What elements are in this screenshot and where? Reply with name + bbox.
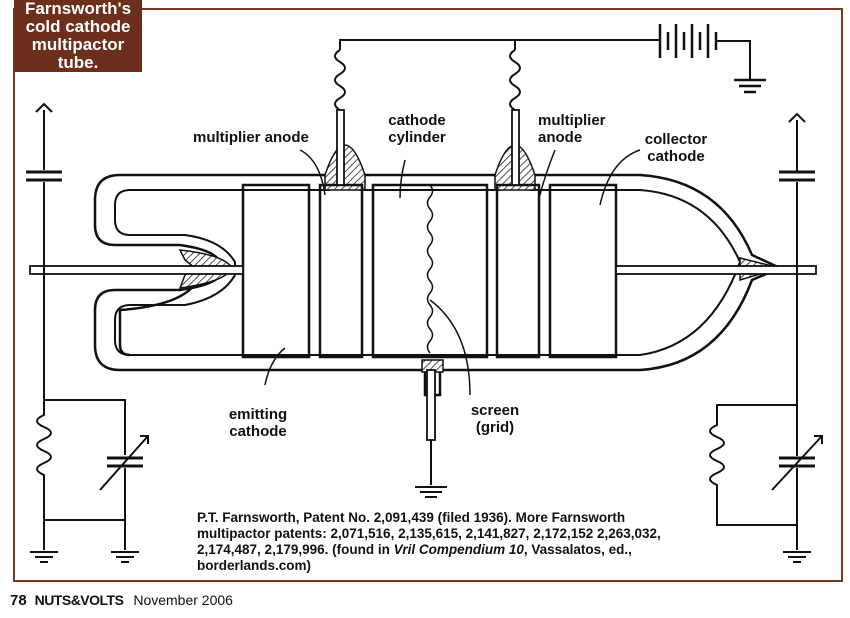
label-screen-grid: screen (grid) — [460, 402, 530, 436]
screen-ground — [415, 440, 447, 498]
label-line: cylinder — [388, 129, 446, 146]
multiplier-anode-left-cylinder — [318, 183, 364, 359]
caption-text: P.T. Farnsworth, Patent No. 2,091,439 (f… — [197, 510, 661, 557]
label-line: cathode — [229, 423, 287, 440]
label-multiplier-anode-right: multiplier anode — [538, 112, 606, 146]
caption-text-end: , Vassalatos, ed., borderlands.com) — [197, 542, 632, 573]
title-line: cold cathode — [25, 17, 131, 36]
top-coils — [334, 39, 660, 111]
multiplier-anode-right-cylinder — [495, 183, 541, 359]
title-line: multipactor — [31, 35, 125, 54]
title-line: tube. — [57, 53, 99, 72]
right-circuit — [709, 112, 823, 563]
label-cathode-cylinder: cathode cylinder — [372, 112, 462, 146]
label-multiplier-anode-left: multiplier anode — [193, 129, 309, 146]
label-line: cathode — [388, 112, 446, 129]
page-footer: 78 NUTS&VOLTS November 2006 — [10, 592, 233, 612]
label-line: multiplier — [538, 112, 606, 129]
collector-cathode-cylinder — [548, 183, 618, 359]
emitting-cathode-cylinder — [241, 183, 311, 359]
magazine-name: NUTS&VOLTS — [34, 592, 124, 608]
label-line: anode — [538, 129, 583, 146]
caption-source-title: Vril Compendium 10 — [393, 542, 524, 557]
axial-leads — [29, 109, 817, 441]
screen-grid — [426, 184, 434, 354]
label-line: collector — [644, 131, 708, 148]
label-line: emitting — [228, 406, 288, 423]
leader-lines — [264, 149, 641, 396]
title-line: Farnsworth's — [24, 0, 132, 18]
label-emitting-cathode: emitting cathode — [218, 406, 298, 440]
label-line: (grid) — [475, 419, 515, 436]
cathode-cylinder — [371, 183, 489, 359]
electrodes — [241, 183, 618, 359]
label-line: screen — [470, 402, 520, 419]
page-number: 78 — [10, 592, 27, 609]
label-line: cathode — [647, 148, 705, 165]
issue-date: November 2006 — [133, 592, 233, 608]
figure-title-box: Farnsworth's cold cathode multipactor tu… — [14, 0, 142, 72]
figure-caption: P.T. Farnsworth, Patent No. 2,091,439 (f… — [197, 510, 677, 574]
label-collector-cathode: collector cathode — [636, 131, 716, 165]
left-circuit — [26, 102, 149, 563]
battery — [658, 24, 766, 94]
